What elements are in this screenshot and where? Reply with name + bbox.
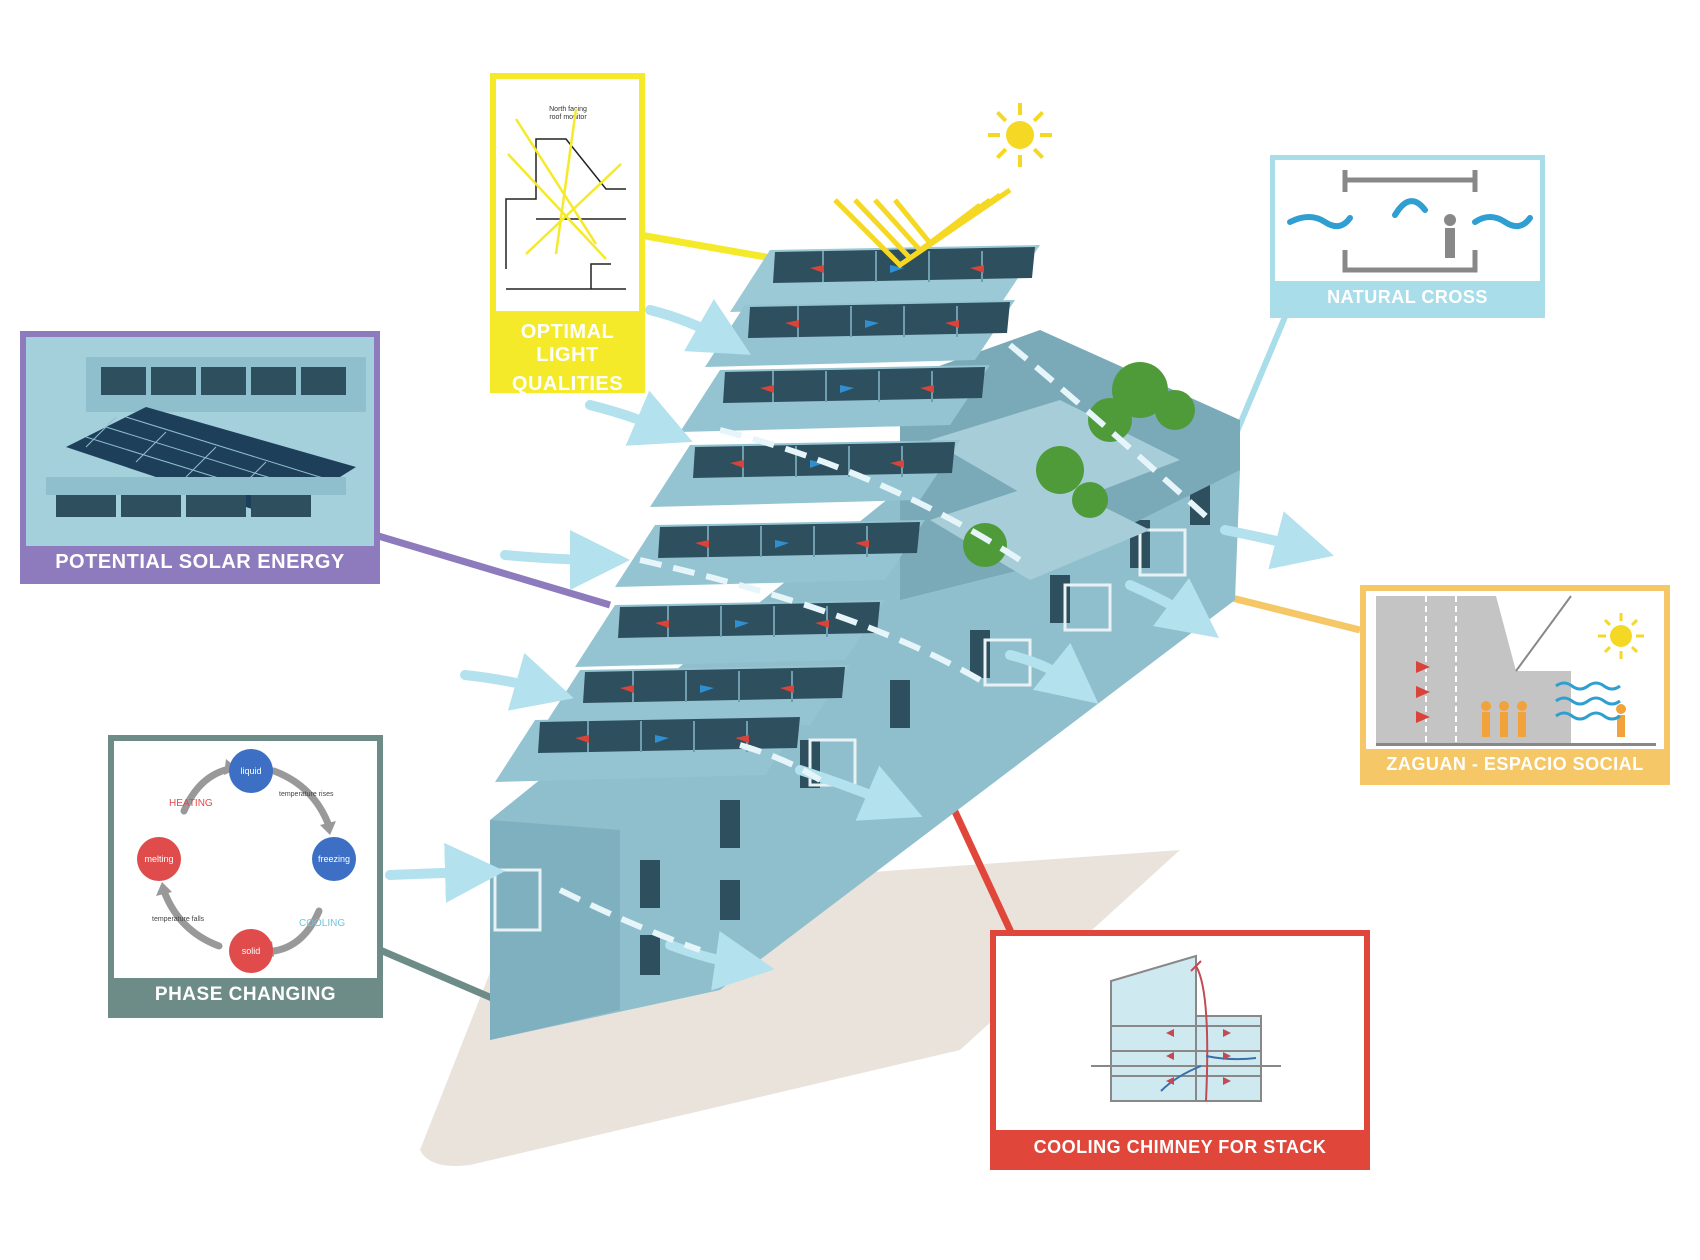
clerestory-window [723, 367, 985, 403]
zaguan-panel: ZAGUAN - ESPACIO SOCIAL [1360, 585, 1670, 785]
zaguan-title: ZAGUAN - ESPACIO SOCIAL [1366, 749, 1664, 779]
light-title-line1: OPTIMAL LIGHT [496, 321, 639, 367]
light-title-line2: QUALITIES [496, 373, 639, 396]
annotation-line2: roof monitor [549, 114, 587, 121]
optimal-light-panel: North facing roof monitor OPTIMAL LIGHT … [490, 73, 645, 393]
cross-title: NATURAL CROSS VENTILATION [1275, 281, 1540, 345]
solid-state: solid [229, 929, 273, 973]
phase-cycle-diagram: liquid melting freezing solid HEATING CO… [114, 741, 377, 986]
clerestory-window [658, 522, 920, 558]
solid-label: solid [242, 946, 261, 956]
solar-title: POTENTIAL SOLAR ENERGY [26, 546, 374, 578]
melting-state: melting [137, 837, 181, 881]
clerestory-window [583, 667, 845, 703]
zaguan-sun-icon [1598, 613, 1644, 659]
clerestory-window [538, 717, 800, 753]
cross-ventilation-diagram [1275, 160, 1540, 285]
solar-panel-illustration [26, 337, 374, 552]
cooling-label: COOLING [299, 918, 345, 929]
sun-icon [988, 103, 1052, 167]
pcm-title: PHASE CHANGING MATERIALS [114, 978, 377, 1046]
freezing-label: freezing [318, 854, 350, 864]
phase-changing-panel: liquid melting freezing solid HEATING CO… [108, 735, 383, 1018]
chimney-title: COOLING CHIMNEY FOR STACK VENTILATION [996, 1130, 1364, 1198]
cooling-chimney-panel: COOLING CHIMNEY FOR STACK VENTILATION [990, 930, 1370, 1170]
annotation-line1: North facing [549, 106, 587, 113]
heating-label: HEATING [169, 798, 213, 809]
liquid-state: liquid [229, 749, 273, 793]
zaguan-diagram [1366, 591, 1664, 751]
clerestory-window [748, 302, 1010, 338]
solar-energy-panel: POTENTIAL SOLAR ENERGY [20, 331, 380, 584]
roof-monitor-diagram: North facing roof monitor [496, 79, 639, 319]
temp-rises-label: temperature rises [279, 791, 334, 798]
cross-ventilation-panel: NATURAL CROSS VENTILATION [1270, 155, 1545, 318]
melting-label: melting [144, 854, 173, 864]
solar-connector-line [375, 535, 610, 605]
temp-falls-label: temperature falls [152, 916, 205, 923]
freezing-state: freezing [312, 837, 356, 881]
stack-ventilation-diagram [996, 936, 1364, 1136]
liquid-label: liquid [240, 766, 261, 776]
